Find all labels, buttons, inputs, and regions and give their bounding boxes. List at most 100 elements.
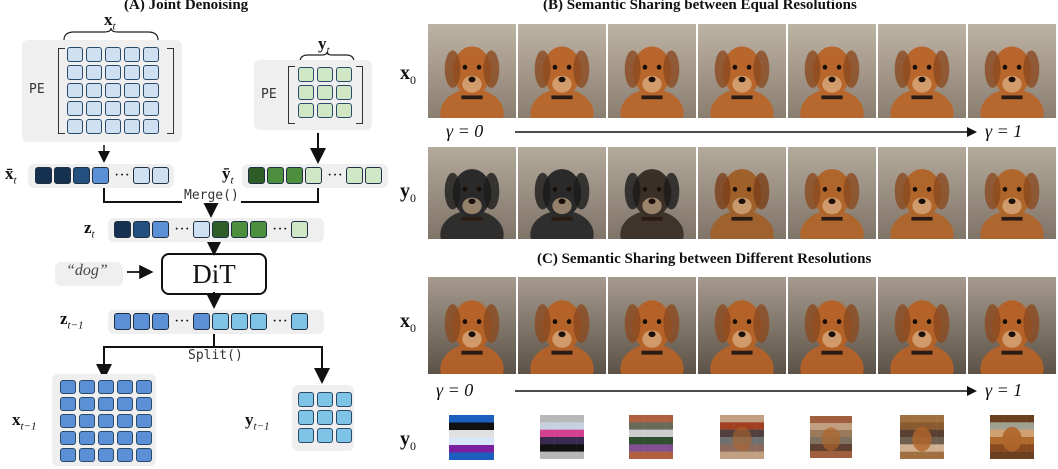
pe-left-label: PE [29, 82, 45, 97]
dit-block: DiT [161, 253, 267, 295]
x-t-label: xt [104, 10, 116, 33]
y-t-token [298, 67, 314, 82]
token [54, 167, 71, 184]
y-tm1-token [317, 410, 333, 425]
y-tm1-token [317, 392, 333, 407]
token [192, 221, 210, 238]
arrows-pe-to-tokens [96, 133, 330, 384]
x-t-token [143, 83, 159, 98]
token-ellipsis: ··· [174, 312, 190, 330]
x-t-token [143, 47, 159, 62]
dog-photo-b-y0 [608, 147, 696, 239]
y-t-token [336, 85, 352, 100]
token [211, 313, 229, 330]
x-tm1-token [98, 414, 114, 428]
panel-a-title: (A) Joint Denoising [124, 0, 249, 13]
token [152, 221, 169, 238]
dog-photo-c-x0 [788, 277, 876, 374]
x-t-token [105, 65, 121, 80]
x-tm1-token [79, 397, 95, 411]
token [248, 167, 265, 184]
y-tm1-token [298, 428, 314, 443]
x-tm1-token [98, 380, 114, 394]
x-tm1-token [79, 448, 95, 462]
dog-photo-c-x0 [968, 277, 1056, 374]
noisy-photo-c-y0 [449, 414, 494, 460]
token [230, 221, 248, 238]
c-x0-label: x0 [400, 310, 416, 335]
x-t-token [86, 47, 102, 62]
dog-photo-c-x0 [428, 277, 516, 374]
x-tm1-token-grid [60, 380, 152, 462]
y-t-token [317, 103, 333, 118]
x-tm1-token [79, 431, 95, 445]
token [249, 313, 267, 330]
c-gamma-start: γ = 0 [436, 380, 474, 400]
noisy-photo-c-y0 [900, 415, 944, 459]
token [92, 167, 109, 184]
x-tm1-token [60, 414, 76, 428]
b-gamma-start: γ = 0 [446, 121, 484, 141]
c-y0-label: y0 [400, 428, 416, 453]
dog-photo-b-y0 [518, 147, 606, 239]
token [114, 221, 131, 238]
token [152, 313, 169, 330]
x-tm1-token [136, 431, 152, 445]
split-label: Split() [186, 348, 245, 363]
dog-photo-b-x0 [518, 24, 606, 118]
y-t-label: yt [318, 34, 330, 57]
dog-photo-b-x0 [608, 24, 696, 118]
b-x0-label: x0 [400, 62, 416, 87]
x-t-token [67, 65, 83, 80]
y-tm1-token [336, 392, 352, 407]
panel-c-title: (C) Semantic Sharing between Different R… [537, 251, 872, 267]
dog-photo-b-y0 [788, 147, 876, 239]
dog-photo-c-x0 [878, 277, 966, 374]
y-tm1-token [336, 410, 352, 425]
x-t-token [124, 83, 140, 98]
token [290, 221, 308, 238]
x-t-token [124, 47, 140, 62]
dog-photo-b-x0 [698, 24, 786, 118]
y-t-token [317, 85, 333, 100]
dog-photo-b-y0 [698, 147, 786, 239]
dog-photo-b-x0 [788, 24, 876, 118]
x-t-token [105, 101, 121, 116]
b-gamma-end: γ = 1 [985, 121, 1023, 141]
token [267, 167, 284, 184]
x-t-token [124, 65, 140, 80]
dog-photo-c-x0 [608, 277, 696, 374]
noisy-photo-c-y0 [990, 415, 1034, 459]
panel-b-title: (B) Semantic Sharing between Equal Resol… [543, 0, 857, 13]
dog-photo-c-x0 [518, 277, 606, 374]
x-t-token [67, 83, 83, 98]
x-t-token [124, 119, 140, 134]
x-t-token [105, 83, 121, 98]
x-tm1-token [117, 414, 133, 428]
token [192, 313, 210, 330]
dog-photo-c-x0 [698, 277, 786, 374]
y-t-bracket-right [356, 66, 363, 124]
z-t-tokens: ······ [114, 221, 310, 238]
noisy-photo-c-y0 [629, 415, 673, 459]
dit-label: DiT [192, 258, 236, 289]
x-tm1-token [79, 414, 95, 428]
y-t-token [336, 103, 352, 118]
x-tm1-token [117, 380, 133, 394]
token-ellipsis: ··· [114, 166, 130, 184]
token [305, 167, 322, 184]
dog-photo-b-x0 [428, 24, 516, 118]
prompt-text: “dog” [66, 262, 108, 279]
token [133, 313, 150, 330]
xbar-t-label: x̄t [5, 164, 17, 187]
x-t-bracket-right [167, 48, 174, 134]
x-t-token [124, 101, 140, 116]
z-tm1-tokens: ······ [114, 313, 310, 330]
x-t-token-grid [67, 47, 159, 134]
xbar-t-tokens: ··· [35, 167, 171, 184]
x-t-token [143, 101, 159, 116]
z-t-label: zt [84, 218, 95, 241]
y-tm1-token [336, 428, 352, 443]
x-t-token [105, 47, 121, 62]
token [345, 167, 363, 184]
